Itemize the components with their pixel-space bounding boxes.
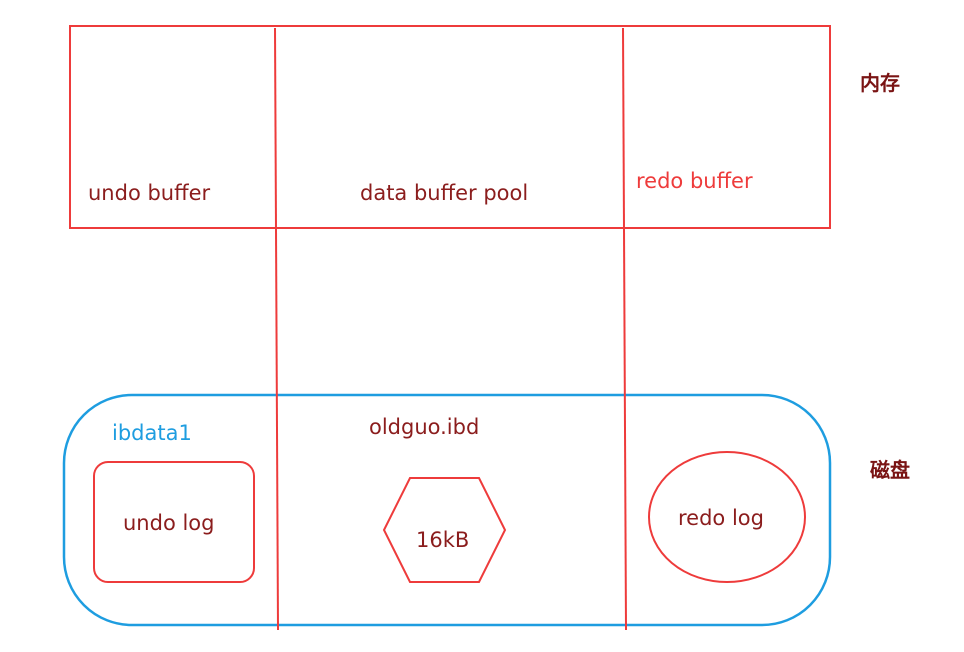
page-size-label: 16kB <box>416 528 470 552</box>
undo-log-box <box>93 461 255 583</box>
redo-buffer-label: redo buffer <box>636 169 753 193</box>
ibdata1-label: ibdata1 <box>112 421 192 445</box>
table-file-label: oldguo.ibd <box>369 415 480 439</box>
page-hexagon <box>382 477 507 583</box>
memory-label: 内存 <box>860 71 900 95</box>
undo-log-label: undo log <box>123 511 215 535</box>
undo-buffer-label: undo buffer <box>88 181 211 205</box>
divider-line-right <box>622 27 627 631</box>
data-buffer-pool-label: data buffer pool <box>360 181 529 205</box>
disk-label: 磁盘 <box>870 458 910 482</box>
redo-log-ellipse <box>648 451 806 583</box>
disk-box <box>62 393 832 627</box>
memory-box <box>69 25 831 229</box>
divider-line-left <box>274 27 279 631</box>
redo-log-label: redo log <box>678 506 764 530</box>
